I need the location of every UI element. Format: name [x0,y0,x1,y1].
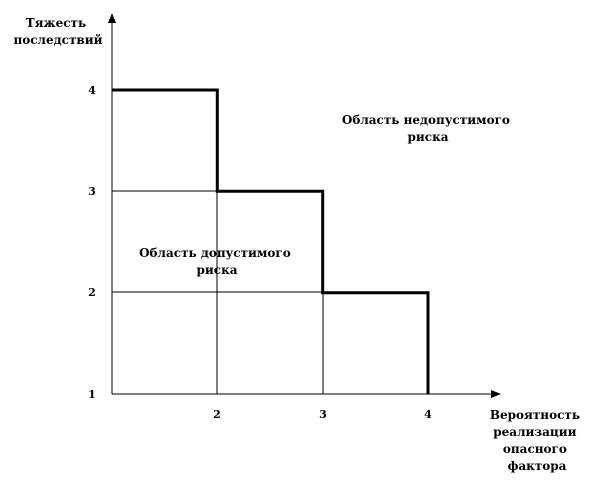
unacceptable-risk-label-line-1: Область недопустимого [342,113,510,127]
risk-boundary-line [112,88,430,394]
x-tick-2: 2 [213,408,221,421]
unacceptable-risk-label: Область недопустимого риска [342,113,514,144]
x-axis-title-line-1: Вероятность [490,408,580,422]
y-tick-3: 3 [88,185,96,198]
x-axis-title-line-2: реализации [493,425,576,439]
acceptable-risk-label-line-2: риска [196,263,237,277]
x-tick-3: 3 [319,408,327,421]
x-axis-title-line-3: опасного [503,442,567,456]
acceptable-risk-label: Область допустимого риска [139,246,295,277]
unacceptable-risk-label-line-2: риска [407,130,448,144]
y-axis-title-line-2: последствий [13,33,102,47]
y-axis-title-line-1: Тяжесть [26,16,86,30]
x-tick-4: 4 [424,408,432,421]
x-axis-title-line-4: фактора [508,459,567,473]
x-axis-title: Вероятность реализации опасного фактора [490,408,584,473]
y-tick-2: 2 [88,286,96,299]
y-tick-1: 1 [88,388,96,401]
grid [112,89,429,394]
acceptable-risk-label-line-1: Область допустимого [139,246,291,260]
y-axis-title: Тяжесть последствий [13,16,102,47]
y-tick-4: 4 [88,84,96,97]
